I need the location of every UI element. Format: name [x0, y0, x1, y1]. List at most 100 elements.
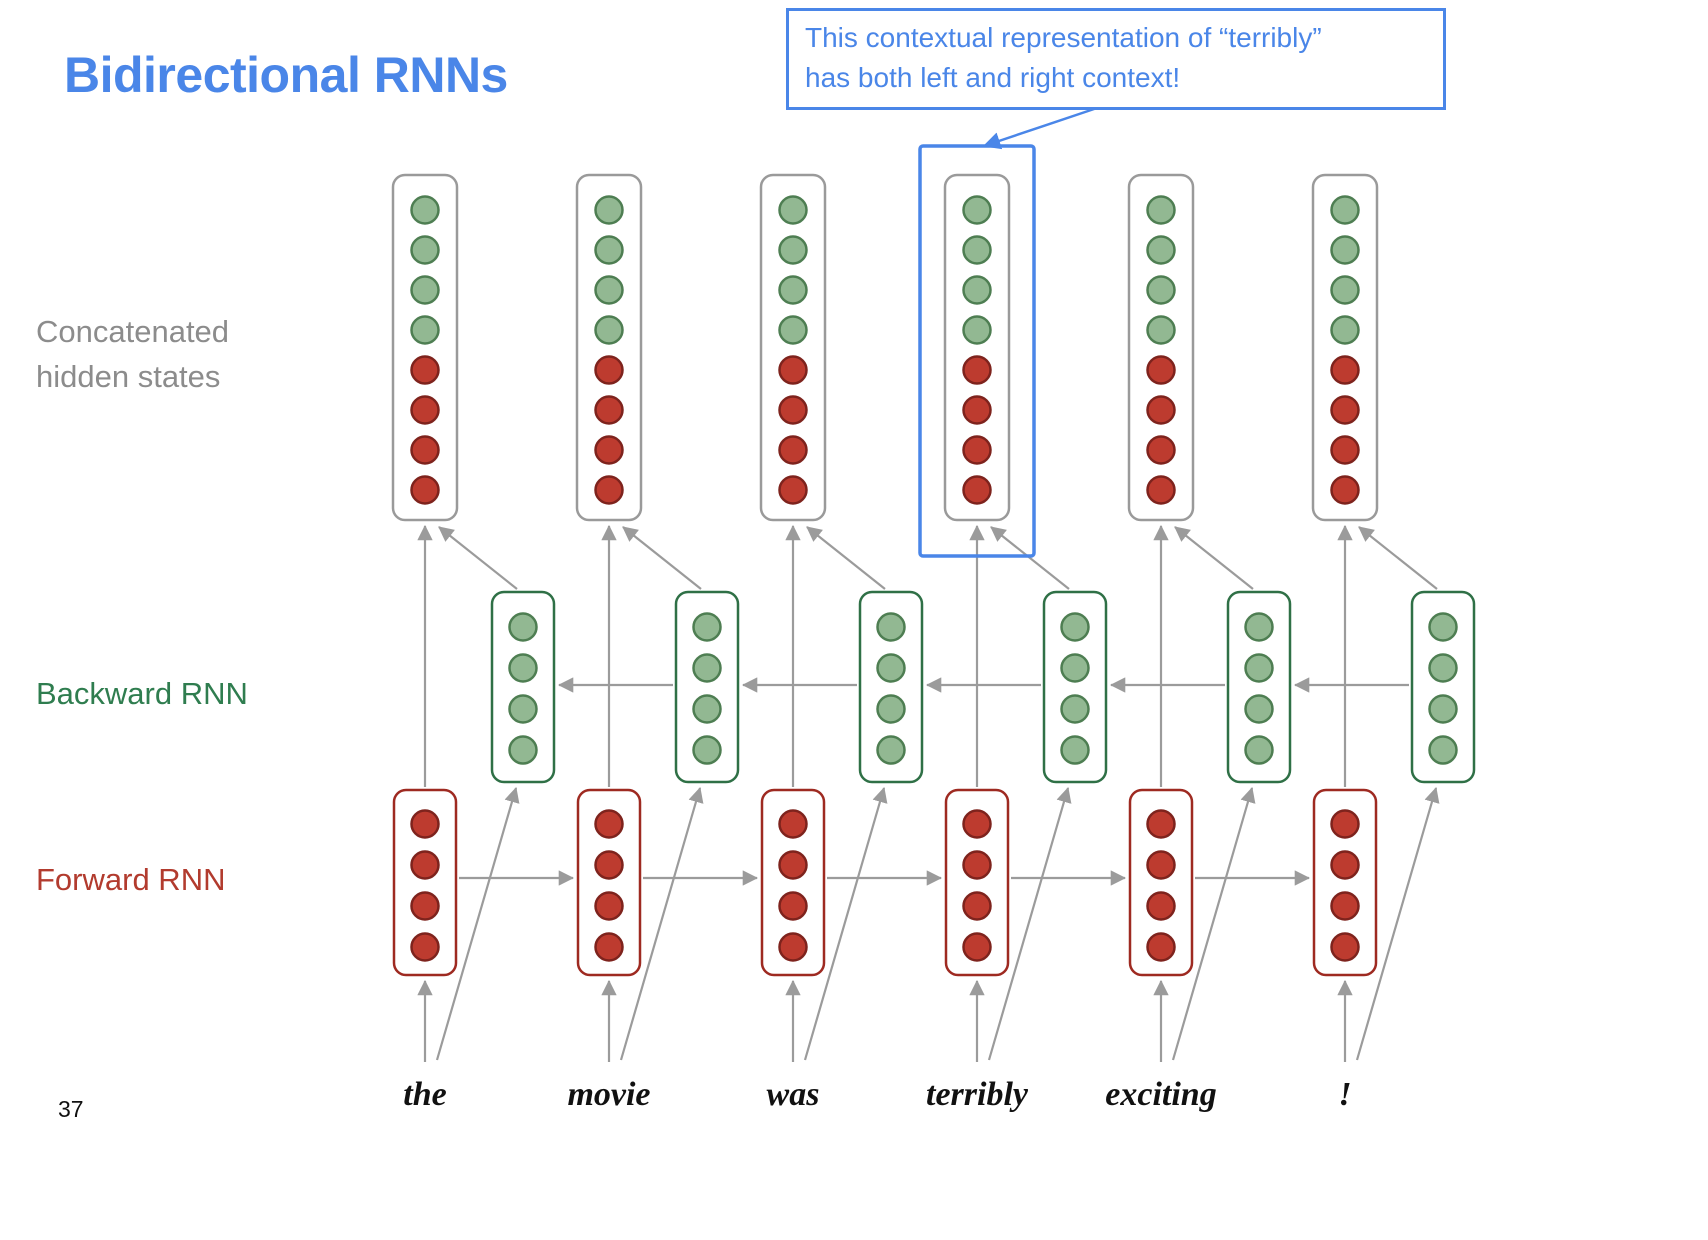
concat-red-unit	[962, 435, 992, 465]
concat-green-unit	[1146, 315, 1176, 345]
concat-red-unit	[594, 435, 624, 465]
concat-box-exciting	[1127, 173, 1195, 522]
forward-unit	[1330, 891, 1360, 921]
backward-box-terribly	[1042, 590, 1108, 784]
arrow-word-to-backward	[1355, 786, 1440, 1061]
forward-unit	[962, 809, 992, 839]
concat-box-the	[391, 173, 459, 522]
concat-green-unit	[410, 315, 440, 345]
backward-box-was	[858, 590, 924, 784]
concat-green-unit	[962, 195, 992, 225]
backward-unit	[1428, 653, 1458, 683]
arrow-backward-to-concat	[1358, 526, 1438, 590]
concat-green-unit	[1330, 315, 1360, 345]
label-concatenated-line-1: Concatenated	[36, 314, 230, 349]
concat-red-unit	[594, 475, 624, 505]
arrow-word-to-backward	[803, 786, 888, 1061]
concat-red-unit	[1146, 435, 1176, 465]
backward-unit	[692, 735, 722, 765]
concat-green-unit	[962, 315, 992, 345]
label-concatenated-line-2: hidden states	[36, 358, 221, 394]
concat-red-unit	[410, 475, 440, 505]
concat-red-unit	[962, 475, 992, 505]
forward-unit	[778, 891, 808, 921]
forward-unit	[594, 809, 624, 839]
word-label-the: the	[403, 1076, 446, 1113]
arrow-backward-to-concat	[622, 526, 702, 590]
concat-green-unit	[778, 235, 808, 265]
forward-unit	[1146, 891, 1176, 921]
backward-unit	[1428, 612, 1458, 642]
callout-line-1: This contextual representation of “terri…	[805, 22, 1322, 53]
backward-unit	[1060, 653, 1090, 683]
forward-unit	[1146, 809, 1176, 839]
concat-red-unit	[594, 355, 624, 385]
forward-box-exciting	[1128, 788, 1194, 977]
backward-box-the	[490, 590, 556, 784]
slide-title: Bidirectional RNNs	[64, 47, 508, 103]
forward-unit	[410, 809, 440, 839]
concat-green-unit	[1330, 195, 1360, 225]
concat-red-unit	[778, 355, 808, 385]
arrow-backward-to-concat	[438, 526, 518, 590]
concat-red-unit	[962, 395, 992, 425]
concat-red-unit	[778, 395, 808, 425]
backward-box-movie	[674, 590, 740, 784]
backward-unit	[1428, 735, 1458, 765]
forward-unit	[1146, 850, 1176, 880]
word-label-exciting: exciting	[1105, 1076, 1216, 1113]
concat-green-unit	[1146, 275, 1176, 305]
arrow-word-to-backward	[1171, 786, 1256, 1061]
forward-box-movie	[576, 788, 642, 977]
backward-unit	[1244, 735, 1274, 765]
concat-green-unit	[594, 195, 624, 225]
concat-green-unit	[594, 235, 624, 265]
arrow-word-to-backward	[435, 786, 520, 1061]
concat-red-unit	[962, 355, 992, 385]
forward-box-the	[392, 788, 458, 977]
concat-green-unit	[594, 275, 624, 305]
forward-unit	[778, 850, 808, 880]
concat-green-unit	[1146, 195, 1176, 225]
forward-unit	[1330, 850, 1360, 880]
backward-unit	[508, 612, 538, 642]
concat-green-unit	[778, 315, 808, 345]
arrow-backward-to-concat	[806, 526, 886, 590]
forward-box-was	[760, 788, 826, 977]
concat-box-movie	[575, 173, 643, 522]
concat-red-unit	[1146, 475, 1176, 505]
label-concatenated-hidden-states: Concatenated hidden states	[36, 310, 229, 400]
forward-unit	[778, 809, 808, 839]
backward-unit	[876, 653, 906, 683]
callout-line-2: has both left and right context!	[805, 61, 1181, 93]
word-label-exclaim: !	[1338, 1076, 1351, 1113]
backward-unit	[1244, 694, 1274, 724]
concat-red-unit	[410, 355, 440, 385]
word-label-terribly: terribly	[926, 1076, 1029, 1113]
concat-red-unit	[1146, 355, 1176, 385]
callout-box: This contextual representation of “terri…	[786, 8, 1446, 110]
backward-unit	[1060, 612, 1090, 642]
concat-green-unit	[962, 235, 992, 265]
backward-unit	[876, 694, 906, 724]
highlight-rect-terribly	[918, 144, 1036, 558]
concat-red-unit	[778, 475, 808, 505]
concat-red-unit	[1146, 395, 1176, 425]
arrow-word-to-backward	[619, 786, 704, 1061]
concat-green-unit	[410, 275, 440, 305]
backward-unit	[1428, 694, 1458, 724]
forward-unit	[1330, 932, 1360, 962]
backward-unit	[692, 694, 722, 724]
concat-box-terribly	[943, 173, 1011, 522]
callout-pointer-arrow	[982, 105, 1101, 150]
forward-unit	[410, 850, 440, 880]
arrow-backward-to-concat	[1174, 526, 1254, 590]
page-number: 37	[58, 1096, 84, 1122]
backward-box-exciting	[1226, 590, 1292, 784]
concat-red-unit	[1330, 355, 1360, 385]
concat-green-unit	[778, 195, 808, 225]
concat-green-unit	[594, 315, 624, 345]
backward-unit	[508, 694, 538, 724]
concat-box-was	[759, 173, 827, 522]
